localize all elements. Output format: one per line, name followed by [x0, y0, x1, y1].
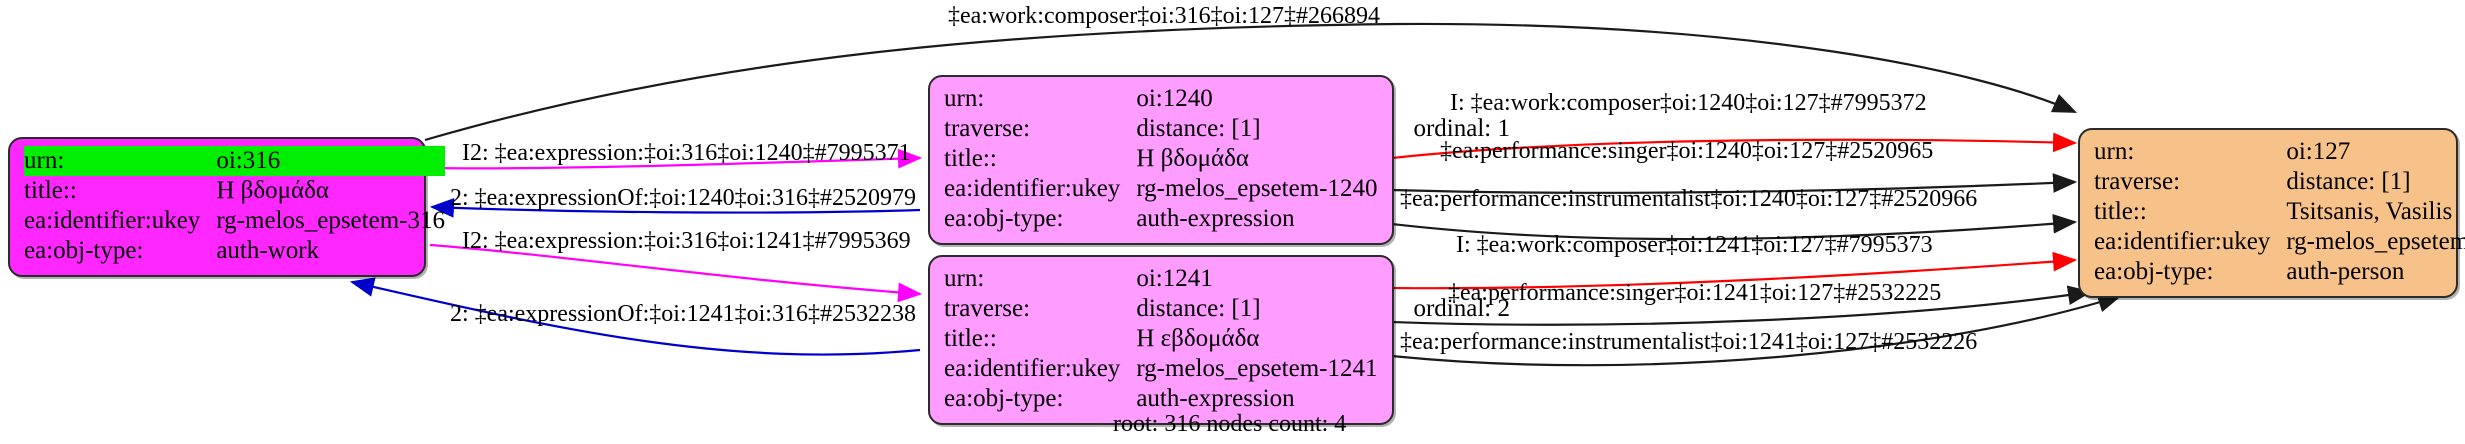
node-oi316-row-ukey: ea:identifier:ukey rg-melos_epsetem-316	[24, 206, 445, 236]
node-oi316-val-urn: oi:316	[216, 146, 445, 176]
node-oi1240-row-objtype: ea:obj-type: auth-expression	[944, 204, 1510, 234]
node-oi1241-val-title: Η εβδομάδα	[1136, 325, 1260, 352]
node-oi1240-row-ukey: ea:identifier:ukey rg-melos_epsetem-1240	[944, 174, 1510, 204]
node-oi1241-val2-traverse: ordinal: 2	[1413, 295, 1510, 322]
node-oi1240-row-urn: urn: oi:1240	[944, 84, 1510, 114]
edge-label-work-composer-1240-127: I: ‡ea:work:composer‡oi:1240‡oi:127‡#799…	[1450, 90, 1927, 116]
node-oi127-row-urn: urn: oi:127	[2094, 137, 2465, 167]
node-oi127-row-objtype: ea:obj-type: auth-person	[2094, 257, 2465, 287]
node-oi1241-key-objtype: ea:obj-type:	[944, 385, 1064, 412]
node-oi316-key-objtype: ea:obj-type:	[24, 237, 144, 264]
edge-label-expression-316-1241: I2: ‡ea:expression:‡oi:316‡oi:1241‡#7995…	[462, 228, 911, 254]
node-oi316-row-title: title:: Η βδομάδα	[24, 176, 445, 206]
node-oi316-key-ukey: ea:identifier:ukey	[24, 207, 201, 234]
node-oi127-key-traverse: traverse:	[2094, 168, 2181, 195]
node-oi316-row-objtype: ea:obj-type: auth-work	[24, 236, 445, 266]
node-oi316-table: urn: oi:316 title:: Η βδομάδα ea:identif…	[24, 146, 445, 266]
node-oi1240-key-ukey: ea:identifier:ukey	[944, 175, 1121, 202]
node-oi316[interactable]: urn: oi:316 title:: Η βδομάδα ea:identif…	[8, 137, 445, 277]
node-oi1241-val2-ukey	[1377, 354, 1510, 384]
node-oi1240-row-traverse: traverse: distance: [1] ordinal: 1	[944, 114, 1510, 144]
node-oi1241-key-traverse: traverse:	[944, 295, 1031, 322]
node-oi1241-key-ukey: ea:identifier:ukey	[944, 355, 1121, 382]
node-oi1240-key-title: title::	[944, 145, 997, 172]
node-oi316-val-title: Η βδομάδα	[216, 177, 329, 204]
node-oi1241[interactable]: urn: oi:1241 traverse: distance: [1] ord…	[928, 255, 1510, 425]
node-oi1240-key-objtype: ea:obj-type:	[944, 205, 1064, 232]
edge-label-expression-316-1240: I2: ‡ea:expression:‡oi:316‡oi:1240‡#7995…	[462, 140, 911, 166]
edge-label-performance-singer-1241-127: ‡ea:performance:singer‡oi:1241‡oi:127‡#2…	[1448, 280, 1942, 306]
node-oi1240-val-traverse: distance: [1]	[1136, 115, 1261, 142]
node-oi1241-row-ukey: ea:identifier:ukey rg-melos_epsetem-1241	[944, 354, 1510, 384]
graph-footer-label: root: 316 nodes count: 4	[1113, 411, 1347, 437]
node-oi1241-row-objtype: ea:obj-type: auth-expression	[944, 384, 1510, 414]
node-oi127-val-ukey: rg-melos_epsetem-127	[2286, 228, 2465, 255]
node-oi316-key-title: title::	[24, 177, 77, 204]
edge-label-work-composer-1241-127: I: ‡ea:work:composer‡oi:1241‡oi:127‡#799…	[1456, 232, 1933, 258]
edge-label-expressionof-1241-316: 2: ‡ea:expressionOf:‡oi:1241‡oi:316‡#253…	[450, 301, 916, 327]
node-oi1240-key-urn: urn:	[944, 85, 985, 112]
edge-label-performance-singer-1240-127: ‡ea:performance:singer‡oi:1240‡oi:127‡#2…	[1440, 138, 1934, 164]
node-oi1240-table: urn: oi:1240 traverse: distance: [1] ord…	[944, 84, 1510, 234]
node-oi1240-val-urn: oi:1240	[1136, 85, 1213, 112]
node-oi1241-val-urn: oi:1241	[1136, 265, 1213, 292]
edge-label-work-composer-316-127: ‡ea:work:composer‡oi:316‡oi:127‡#266894	[948, 3, 1380, 29]
node-oi1240-val2-traverse: ordinal: 1	[1413, 115, 1510, 142]
node-oi1240-key-traverse: traverse:	[944, 115, 1031, 142]
node-oi1241-row-traverse: traverse: distance: [1] ordinal: 2	[944, 294, 1510, 324]
node-oi316-row-urn: urn: oi:316	[24, 146, 445, 176]
node-oi127-key-title: title::	[2094, 198, 2147, 225]
node-oi316-val-ukey: rg-melos_epsetem-316	[216, 207, 445, 234]
node-oi1241-val-traverse: distance: [1]	[1136, 295, 1261, 322]
edge-label-expressionof-1240-316: 2: ‡ea:expressionOf:‡oi:1240‡oi:316‡#252…	[450, 185, 916, 211]
node-oi1241-key-urn: urn:	[944, 265, 985, 292]
edge-label-performance-instrumentalist-1240-127: ‡ea:performance:instrumentalist‡oi:1240‡…	[1400, 186, 1978, 212]
node-oi1241-key-title: title::	[944, 325, 997, 352]
node-oi1240-row-title: title:: Η βδομάδα	[944, 144, 1510, 174]
node-oi1241-table: urn: oi:1241 traverse: distance: [1] ord…	[944, 264, 1510, 414]
node-oi1241-val-objtype: auth-expression	[1136, 385, 1295, 412]
node-oi316-key-urn: urn:	[24, 146, 217, 176]
node-oi1241-val-ukey: rg-melos_epsetem-1241	[1136, 355, 1378, 382]
node-oi127-val-title: Tsitsanis, Vasilis	[2286, 198, 2453, 225]
node-oi1241-row-title: title:: Η εβδομάδα	[944, 324, 1510, 354]
node-oi127-row-title: title:: Tsitsanis, Vasilis	[2094, 197, 2465, 227]
node-oi1241-val2-objtype	[1377, 384, 1510, 414]
node-oi316-val-objtype: auth-work	[216, 237, 320, 264]
node-oi127-key-urn: urn:	[2094, 138, 2135, 165]
node-oi127-row-ukey: ea:identifier:ukey rg-melos_epsetem-127	[2094, 227, 2465, 257]
node-oi127-val-traverse: distance: [1]	[2286, 168, 2411, 195]
node-oi1240[interactable]: urn: oi:1240 traverse: distance: [1] ord…	[928, 75, 1510, 245]
node-oi127-val-urn: oi:127	[2286, 138, 2351, 165]
node-oi1240-val-ukey: rg-melos_epsetem-1240	[1136, 175, 1378, 202]
edge-label-performance-instrumentalist-1241-127: ‡ea:performance:instrumentalist‡oi:1241‡…	[1400, 329, 1978, 355]
node-oi1240-val-objtype: auth-expression	[1136, 205, 1295, 232]
node-oi127-key-objtype: ea:obj-type:	[2094, 258, 2214, 285]
node-oi1241-row-urn: urn: oi:1241	[944, 264, 1510, 294]
node-oi127-table: urn: oi:127 traverse: distance: [1] ordi…	[2094, 137, 2465, 287]
node-oi127-val-objtype: auth-person	[2286, 258, 2405, 285]
node-oi127[interactable]: urn: oi:127 traverse: distance: [1] ordi…	[2078, 128, 2465, 298]
node-oi1240-val-title: Η βδομάδα	[1136, 145, 1249, 172]
node-oi127-key-ukey: ea:identifier:ukey	[2094, 228, 2271, 255]
node-oi127-row-traverse: traverse: distance: [1] ordinal: 3	[2094, 167, 2465, 197]
